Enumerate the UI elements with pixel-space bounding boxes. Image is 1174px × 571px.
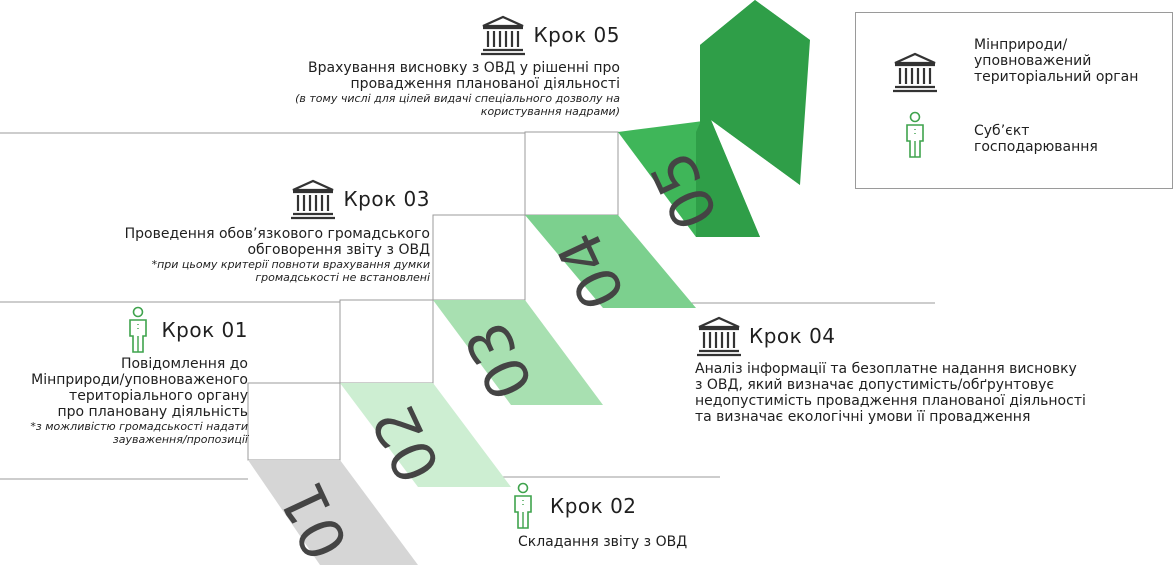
step-04-description: Аналіз інформації та безоплатне надання … [695, 361, 1135, 425]
step-01-desc-line: територіального органу [69, 388, 248, 404]
legend-item-business: Суб’єкт господарювання [856, 111, 1098, 159]
step-05-note-line: (в тому числі для цілей видачі спеціальн… [295, 92, 620, 105]
step-03-header: Крок 03 [80, 178, 430, 220]
legend-label-line: господарювання [974, 139, 1098, 155]
government-building-icon [695, 315, 743, 357]
step-05-note: (в тому числі для цілей видачі спеціальн… [270, 92, 620, 118]
government-building-icon [479, 14, 527, 56]
step-04-desc-line: з ОВД, який визначає допустимість/обґрун… [695, 377, 1055, 393]
arrow-head-step05 [700, 0, 810, 185]
government-building-icon [891, 51, 939, 93]
step-04-header: Крок 04 [695, 315, 1135, 357]
person-icon [904, 111, 926, 159]
step-05-block: Крок 05 Врахування висновку з ОВД у ріше… [270, 14, 620, 118]
person-icon [127, 306, 149, 354]
legend: Мінприроди/ уповноважений територіальний… [855, 12, 1173, 189]
legend-label-line: уповноважений [974, 53, 1092, 69]
step-01-description: Повідомлення до Мінприроди/уповноваженог… [0, 356, 248, 420]
step-01-block: Крок 01 Повідомлення до Мінприроди/уповн… [0, 306, 248, 446]
step-02-title: Крок 02 [550, 494, 637, 518]
step-01-desc-line: про плановану діяльність [57, 404, 248, 420]
step-03-desc-line: обговорення звіту з ОВД [247, 242, 430, 258]
step-01-desc-line: Мінприроди/уповноваженого [31, 372, 248, 388]
step-05-title: Крок 05 [533, 23, 620, 47]
step-02-header: Крок 02 [512, 482, 772, 530]
step-04-desc-line: недопустимість провадження планованої ді… [695, 393, 1086, 409]
tread-step04 [525, 215, 696, 308]
tread-step01 [248, 460, 418, 565]
step-04-block: Крок 04 Аналіз інформації та безоплатне … [695, 315, 1135, 425]
step-05-header: Крок 05 [270, 14, 620, 56]
stair-outline [247, 131, 618, 460]
step-02-block: Крок 02 Складання звіту з ОВД [512, 482, 772, 550]
step-01-header: Крок 01 [0, 306, 248, 354]
step-01-desc-line: Повідомлення до [120, 356, 248, 372]
step-05-desc-line: провадження планованої діяльності [350, 76, 620, 92]
step-03-block: Крок 03 Проведення обов’язкового громадс… [80, 178, 430, 284]
government-building-icon [289, 178, 337, 220]
step-03-description: Проведення обов’язкового громадського об… [80, 226, 430, 258]
step-02-desc-line: Складання звіту з ОВД [518, 534, 688, 550]
step-03-note: *при цьому критерії повноти врахування д… [80, 258, 430, 284]
legend-label-line: територіальний орган [974, 69, 1139, 85]
step-02-description: Складання звіту з ОВД [518, 534, 772, 550]
step-01-note: *з можливістю громадськості надати заува… [0, 420, 248, 446]
step-05-desc-line: Врахування висновку з ОВД у рішенні про [308, 60, 620, 76]
tread-step03 [433, 300, 603, 405]
legend-item-authority: Мінприроди/ уповноважений територіальний… [856, 37, 1138, 93]
step-03-note-line: громадськості не встановлені [255, 271, 430, 284]
legend-label-business: Суб’єкт господарювання [974, 123, 1098, 155]
step-01-note-line: *з можливістю громадськості надати [30, 420, 248, 433]
person-icon [512, 482, 534, 530]
step-01-title: Крок 01 [161, 318, 248, 342]
step-05-description: Врахування висновку з ОВД у рішенні про … [270, 60, 620, 92]
riser-step02 [339, 299, 434, 384]
step-03-desc-line: Проведення обов’язкового громадського [124, 226, 430, 242]
step-03-title: Крок 03 [343, 187, 430, 211]
step-04-title: Крок 04 [749, 324, 836, 348]
step-04-desc-line: та визначає екологічні умови її провадже… [695, 409, 1031, 425]
step-05-note-line: користування надрами) [480, 105, 620, 118]
step-03-note-line: *при цьому критерії повноти врахування д… [151, 258, 430, 271]
riser-step01 [247, 382, 341, 461]
legend-label-authority: Мінприроди/ уповноважений територіальний… [974, 37, 1138, 85]
legend-label-line: Мінприроди/ [974, 37, 1068, 53]
riser-step03 [432, 214, 526, 301]
tread-step02 [340, 383, 511, 487]
step-01-note-line: зауваження/пропозиції [112, 433, 248, 446]
step-04-desc-line: Аналіз інформації та безоплатне надання … [695, 361, 1077, 377]
legend-label-line: Суб’єкт [974, 123, 1030, 139]
riser-step04 [524, 131, 619, 216]
